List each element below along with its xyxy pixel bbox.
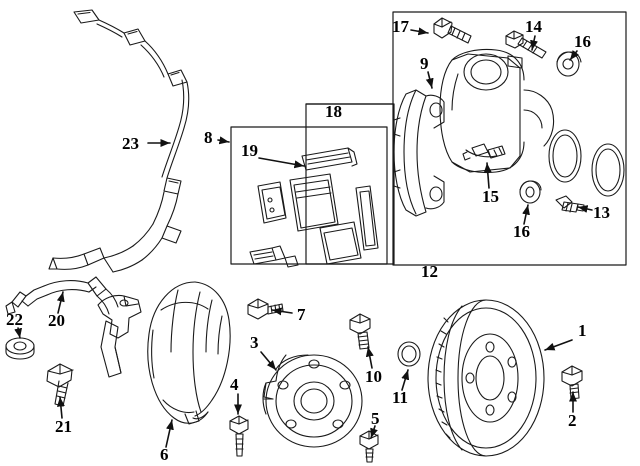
part-harness-bracket-bolt — [46, 363, 74, 407]
callout-label-15[interactable]: 15 — [482, 187, 499, 206]
group-box-brake-pad-kit — [230, 126, 388, 265]
part-pin-boot-lower — [519, 180, 542, 204]
part-hub-bolt — [229, 415, 249, 457]
part-piston-seal-rings — [548, 129, 625, 197]
callout-label-9[interactable]: 9 — [420, 54, 429, 73]
part-caliper-slide-pin — [462, 143, 506, 161]
callout-label-16-lower[interactable]: 16 — [513, 222, 530, 241]
part-pad-retainer-clip — [249, 245, 299, 268]
callout-label-23[interactable]: 23 — [122, 134, 139, 153]
callout-label-7[interactable]: 7 — [297, 305, 306, 324]
part-wheel-stud — [359, 430, 379, 463]
callout-label-6[interactable]: 6 — [160, 445, 169, 464]
part-pad-shim-upper — [301, 147, 358, 171]
part-front-wheel-hub — [262, 354, 363, 448]
callout-label-22[interactable]: 22 — [6, 310, 23, 329]
part-caliper-bracket-bolt — [433, 17, 472, 44]
group-box-caliper-assembly — [392, 11, 627, 266]
part-abs-wheel-speed-sensor — [48, 9, 190, 273]
callout-label-10[interactable]: 10 — [365, 367, 382, 386]
callout-label-17[interactable]: 17 — [392, 17, 409, 36]
part-harness-grommet — [5, 337, 35, 360]
callout-label-16-upper[interactable]: 16 — [574, 32, 591, 51]
group-box-pad-hardware — [305, 103, 395, 265]
part-pin-boot-upper — [556, 51, 582, 77]
part-rotor-retaining-screw — [561, 365, 583, 400]
callout-label-18[interactable]: 18 — [325, 102, 342, 121]
part-brake-rotor — [427, 299, 545, 457]
callout-label-3[interactable]: 3 — [250, 333, 259, 352]
callout-label-8[interactable]: 8 — [204, 128, 213, 147]
part-brake-pad-outer — [257, 181, 287, 224]
callout-label-19[interactable]: 19 — [241, 141, 258, 160]
part-caliper-mount-bracket — [97, 294, 142, 378]
part-knuckle-bolt — [247, 298, 284, 320]
part-abs-sensor-harness — [5, 276, 119, 315]
part-caliper-bracket — [393, 89, 445, 217]
callout-label-5[interactable]: 5 — [371, 409, 380, 428]
part-pad-shim-lower — [355, 185, 379, 251]
callout-label-1[interactable]: 1 — [578, 321, 587, 340]
part-hub-mounting-bolt — [349, 313, 371, 350]
callout-arrows — [14, 27, 593, 448]
callout-label-13[interactable]: 13 — [593, 203, 610, 222]
callout-label-11[interactable]: 11 — [392, 388, 409, 407]
part-splash-shield — [147, 281, 231, 425]
callout-label-2[interactable]: 2 — [568, 411, 577, 430]
part-hub-seal-ring — [397, 341, 421, 367]
callout-label-14[interactable]: 14 — [525, 17, 542, 36]
part-guide-pin-bolt — [505, 30, 547, 59]
callout-label-12[interactable]: 12 — [421, 262, 438, 281]
part-brake-pad-backing — [319, 221, 362, 265]
callout-label-4[interactable]: 4 — [230, 375, 239, 394]
part-brake-pad-inner — [289, 173, 339, 232]
callout-label-20[interactable]: 20 — [48, 311, 65, 330]
callout-label-21[interactable]: 21 — [55, 417, 72, 436]
part-caliper-body — [439, 48, 555, 174]
part-bleeder-valve — [555, 195, 585, 213]
